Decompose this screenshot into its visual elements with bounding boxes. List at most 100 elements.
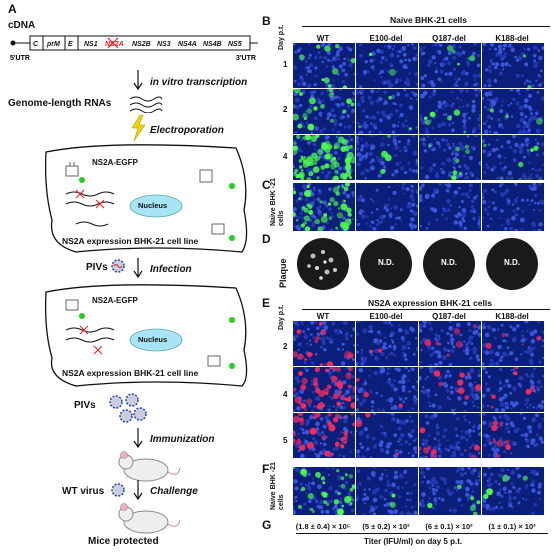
tile-b-1-0	[292, 88, 356, 135]
nucleus-label-2: Nucleus	[138, 335, 168, 344]
tile-e-0-1	[355, 320, 419, 367]
gene-prm: prM	[46, 41, 60, 48]
gene-ns3: NS3	[157, 41, 171, 48]
mice-protected-label: Mice protected	[88, 536, 159, 547]
arrow-down-icon-4	[133, 480, 143, 501]
virus-icon	[111, 259, 125, 273]
b-col-wt: WT	[316, 34, 330, 43]
cdna-label: cDNA	[8, 20, 36, 31]
e-row-4: 4	[283, 390, 288, 399]
panel-e-daylabel: Day p.t.	[278, 304, 285, 330]
piv-label-2: PIVs	[74, 400, 96, 411]
nd-label-2: N.D.	[441, 258, 457, 267]
lightning-icon	[131, 115, 146, 141]
gene-ns1: NS1	[84, 41, 98, 48]
tile-c-1	[355, 182, 419, 232]
panel-f-label: F	[262, 462, 270, 476]
gene-ns2b: NS2B	[132, 41, 151, 48]
cell-line-label-2: NS2A expression BHK-21 cell line	[62, 368, 199, 378]
tile-e-1-2	[418, 366, 482, 413]
panel-b-title: Naive BHK-21 cells	[390, 15, 468, 25]
e-row-5: 5	[283, 436, 288, 445]
nd-label-3: N.D.	[504, 258, 520, 267]
tile-f-0	[292, 466, 356, 516]
tile-e-0-2	[418, 320, 482, 367]
wt-virus-label: WT virus	[62, 486, 105, 497]
virus-cluster-icon	[109, 393, 147, 423]
panel-e-label: E	[262, 296, 271, 310]
titer-caption: Titer (IFU/ml) on day 5 p.t.	[364, 537, 463, 546]
b-col-k188: K188-del	[495, 34, 529, 43]
plaque-k188: N.D.	[486, 238, 538, 290]
panel-b-label: B	[262, 14, 271, 28]
tile-c-2	[418, 182, 482, 232]
cell-outline-2	[44, 284, 248, 387]
plaque-wt	[297, 238, 349, 290]
gene-c: C	[33, 41, 39, 48]
piv-label-1: PIVs	[86, 262, 108, 273]
b-col-q187: Q187-del	[432, 34, 466, 43]
tile-b-0-3	[481, 42, 545, 89]
step-challenge: Challenge	[150, 486, 198, 497]
step-infection: Infection	[150, 264, 192, 275]
arrow-down-icon-2	[133, 258, 143, 279]
e-col-e100: E100-del	[369, 312, 403, 321]
tile-e-1-0	[292, 366, 356, 413]
utr5-label: 5'UTR	[10, 55, 30, 62]
titer-wt: (1.8 ± 0.4) × 10⁵	[295, 522, 351, 531]
panel-d-side: Plaque	[278, 258, 288, 288]
tile-e-0-0	[292, 320, 356, 367]
e-col-k188: K188-del	[495, 312, 529, 321]
tile-b-1-3	[481, 88, 545, 135]
b-row-2: 2	[283, 105, 288, 114]
gene-ns4b: NS4B	[203, 41, 222, 48]
gene-ns5: NS5	[228, 41, 242, 48]
tile-f-3	[481, 466, 545, 516]
panel-c-label: C	[262, 178, 271, 192]
tile-b-2-0	[292, 134, 356, 181]
plaque-spots	[307, 250, 337, 280]
step-electroporation: Electroporation	[150, 125, 224, 136]
panel-e-title: NS2A expression BHK-21 cells	[368, 298, 492, 308]
step-immunization: Immunization	[150, 434, 215, 445]
cell-outline-1	[44, 144, 248, 253]
panel-g-label: G	[262, 518, 272, 532]
tile-c-3	[481, 182, 545, 232]
nd-label-1: N.D.	[378, 258, 394, 267]
arrow-down-icon-3	[133, 428, 143, 449]
virus-icon-2	[111, 483, 125, 497]
plaque-q187: N.D.	[423, 238, 475, 290]
tile-b-2-3	[481, 134, 545, 181]
panel-a-label: A	[8, 2, 17, 16]
b-row-4: 4	[283, 152, 288, 161]
rna-icon	[129, 96, 163, 113]
tile-b-2-2	[418, 134, 482, 181]
tile-f-2	[418, 466, 482, 516]
cell-line-label-1: NS2A expression BHK-21 cell line	[62, 236, 199, 246]
tile-b-0-2	[418, 42, 482, 89]
gene-ns4a: NS4A	[178, 41, 197, 48]
tile-e-2-0	[292, 412, 356, 459]
panel-d-label: D	[262, 232, 271, 246]
tile-b-1-1	[355, 88, 419, 135]
mouse-icon	[118, 451, 181, 482]
egfp-label-1: NS2A-EGFP	[92, 158, 138, 167]
egfp-label-2: NS2A-EGFP	[92, 296, 138, 305]
tile-e-2-2	[418, 412, 482, 459]
tile-b-1-2	[418, 88, 482, 135]
titer-e100: (5 ± 0.2) × 10²	[362, 522, 410, 531]
tile-e-0-3	[481, 320, 545, 367]
b-col-e100: E100-del	[369, 34, 403, 43]
plaque-e100: N.D.	[360, 238, 412, 290]
rna-label: Genome-length RNAs	[8, 98, 112, 109]
arrow-down-icon	[133, 70, 143, 91]
tile-e-1-3	[481, 366, 545, 413]
genome-diagram: C prM E NS1 NS2A NS2B NS3 NS4A NS4B NS5 …	[10, 35, 258, 62]
panel-b-daylabel: Day p.t.	[278, 24, 285, 50]
titer-q187: (6 ± 0.1) × 10²	[425, 522, 473, 531]
titer-k188: (1 ± 0.1) × 10³	[488, 522, 536, 531]
e-row-2: 2	[283, 342, 288, 351]
nucleus-label-1: Nucleus	[138, 201, 168, 210]
tile-c-0	[292, 182, 356, 232]
tile-e-2-1	[355, 412, 419, 459]
